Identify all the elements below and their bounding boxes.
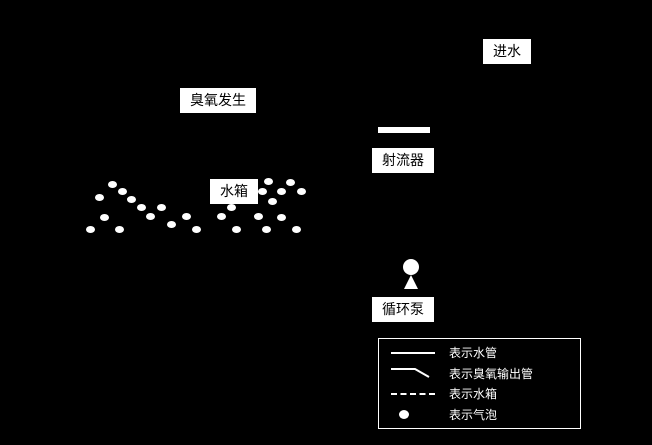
ejector-label: 射流器 xyxy=(372,148,434,173)
bubble xyxy=(277,188,286,195)
legend-row-bubble: 表示气泡 xyxy=(391,404,580,424)
bubble xyxy=(100,214,109,221)
bubble xyxy=(232,226,241,233)
bubble xyxy=(292,226,301,233)
pump-icon xyxy=(403,259,419,289)
bubble xyxy=(277,214,286,221)
water-tank-dashed-line-icon xyxy=(391,392,439,395)
ozone-generator-label: 臭氧发生 xyxy=(180,88,256,113)
bubble xyxy=(137,204,146,211)
bubble xyxy=(118,188,127,195)
bubble xyxy=(254,213,263,220)
ozone-output-line-icon xyxy=(391,366,439,380)
bubble-circle-icon xyxy=(391,409,439,419)
bubble xyxy=(115,226,124,233)
legend-box: 表示水管 表示臭氧输出管 表示水箱 表示气泡 xyxy=(378,338,581,429)
bubble xyxy=(258,188,267,195)
bubble xyxy=(167,221,176,228)
bubble xyxy=(262,226,271,233)
bubble xyxy=(127,196,136,203)
legend-row-ozone-output: 表示臭氧输出管 xyxy=(391,363,580,383)
bubble xyxy=(297,188,306,195)
bubble xyxy=(268,198,277,205)
bubble xyxy=(192,226,201,233)
legend-label: 表示气泡 xyxy=(449,407,498,422)
legend-row-water-tank: 表示水箱 xyxy=(391,384,580,404)
legend-label: 表示水管 xyxy=(449,346,498,361)
bubble xyxy=(108,181,117,188)
ejector-symbol xyxy=(378,127,430,133)
bubble xyxy=(182,213,191,220)
legend-label: 表示臭氧输出管 xyxy=(449,366,534,381)
inlet-label: 进水 xyxy=(483,39,531,64)
bubble xyxy=(95,194,104,201)
bubble xyxy=(217,213,226,220)
legend-label: 表示水箱 xyxy=(449,387,498,402)
legend-row-water-pipe: 表示水管 xyxy=(391,343,580,363)
bubble xyxy=(86,226,95,233)
bubble xyxy=(227,204,236,211)
bubble xyxy=(286,179,295,186)
water-tank-label: 水箱 xyxy=(210,179,258,204)
bubble xyxy=(264,178,273,185)
circulation-pump-label: 循环泵 xyxy=(372,297,434,322)
bubble xyxy=(157,204,166,211)
water-pipe-line-icon xyxy=(391,351,439,354)
bubble xyxy=(146,213,155,220)
